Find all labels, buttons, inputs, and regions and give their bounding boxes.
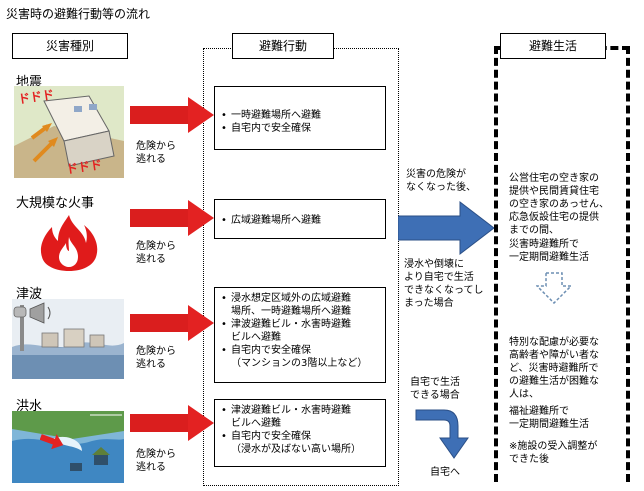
action-list-fire: 広域避難場所へ避難 [221, 214, 379, 227]
blue-arrow-to-home [415, 409, 469, 459]
action-item: 自宅内で安全確保 [221, 344, 379, 357]
text-shelter-stay: 災害時避難所で 一定期間避難生活 [509, 239, 589, 263]
action-item: 広域避難場所へ避難 [221, 214, 379, 227]
red-arrow-fire [130, 200, 214, 236]
text-to-home: 自宅へ [430, 467, 460, 478]
text-welfare-stay: 福祉避難所で 一定期間避難生活 [509, 406, 589, 430]
action-box-fire: 広域避難場所へ避難 [214, 199, 386, 239]
action-box-earthquake: 一時避難場所へ避難自宅内で安全確保 [214, 86, 386, 150]
blue-arrow-to-shelter [398, 200, 494, 256]
action-list-tsunami: 浸水想定区域外の広域避難場所、一時避難場所へ避難津波避難ビル・水害時避難ビルへ避… [221, 292, 379, 370]
action-item: 津波避難ビル・水害時避難 [221, 318, 379, 331]
action-item: （浸水が及ばない高い場所） [231, 444, 361, 455]
action-item: ビルへ避難 [231, 332, 281, 343]
earthquake-illustration: ドドド ドドド [14, 86, 124, 178]
dashed-down-arrow [536, 272, 572, 304]
header-evacuation-life-overlay: 避難生活 [500, 33, 606, 59]
text-can-live-home: 自宅で生活 できる場合 [410, 377, 460, 401]
action-item: ビルへ避難 [231, 418, 281, 429]
action-box-flood: 津波避難ビル・水害時避難ビルへ避難自宅内で安全確保（浸水が及ばない高い場所） [214, 399, 386, 467]
tsunami-illustration [12, 299, 124, 379]
action-item: 自宅内で安全確保 [221, 430, 379, 443]
action-item: 津波避難ビル・水害時避難 [221, 404, 379, 417]
text-housing-support: 公営住宅の空き家の 提供や民間賃貸住宅 の空き家のあっせん、 応急仮設住宅の提供… [509, 173, 609, 236]
disaster-label-flood: 洪水 [16, 399, 43, 414]
action-item: （マンションの3階以上など） [231, 358, 368, 369]
flood-red-arrow-icon [40, 434, 64, 449]
red-arrow-earthquake [130, 97, 214, 133]
disaster-label-fire: 大規模な火事 [16, 196, 95, 211]
disaster-label-tsunami: 津波 [16, 287, 43, 302]
flood-illustration [12, 411, 124, 483]
arrow-label-flood: 危険から 逃れる [136, 449, 176, 473]
header-disaster-type: 災害種別 [12, 33, 128, 59]
fire-icon [38, 213, 100, 271]
action-list-flood: 津波避難ビル・水害時避難ビルへ避難自宅内で安全確保（浸水が及ばない高い場所） [221, 404, 379, 456]
text-danger-gone: 災害の危険が なくなった後、 [406, 169, 476, 193]
page-title: 災害時の避難行動等の流れ [6, 7, 151, 21]
arrow-label-tsunami: 危険から 逃れる [136, 346, 176, 370]
action-box-tsunami: 浸水想定区域外の広域避難場所、一時避難場所へ避難津波避難ビル・水害時避難ビルへ避… [214, 287, 386, 383]
red-arrow-tsunami [130, 305, 214, 341]
action-item: 自宅内で安全確保 [221, 122, 379, 135]
action-item: 一時避難場所へ避難 [221, 109, 379, 122]
text-no-home: 浸水や倒壊に より自宅で生活 できなくなってし まった場合 [404, 259, 484, 309]
text-note: ※施設の受入調整が できた後 [509, 441, 598, 465]
red-arrow-flood [130, 405, 214, 441]
arrow-label-fire: 危険から 逃れる [136, 241, 176, 265]
arrow-label-earthquake: 危険から 逃れる [136, 141, 176, 165]
action-item: 場所、一時避難場所へ避難 [231, 306, 351, 317]
header-evacuation-action-overlay: 避難行動 [232, 33, 334, 59]
text-special-care: 特別な配慮が必要な 高齢者や障がい者な ど、災害時避難所で の避難生活が困難な … [509, 337, 599, 400]
action-item: 浸水想定区域外の広域避難 [221, 292, 379, 305]
action-list-earthquake: 一時避難場所へ避難自宅内で安全確保 [221, 109, 379, 135]
